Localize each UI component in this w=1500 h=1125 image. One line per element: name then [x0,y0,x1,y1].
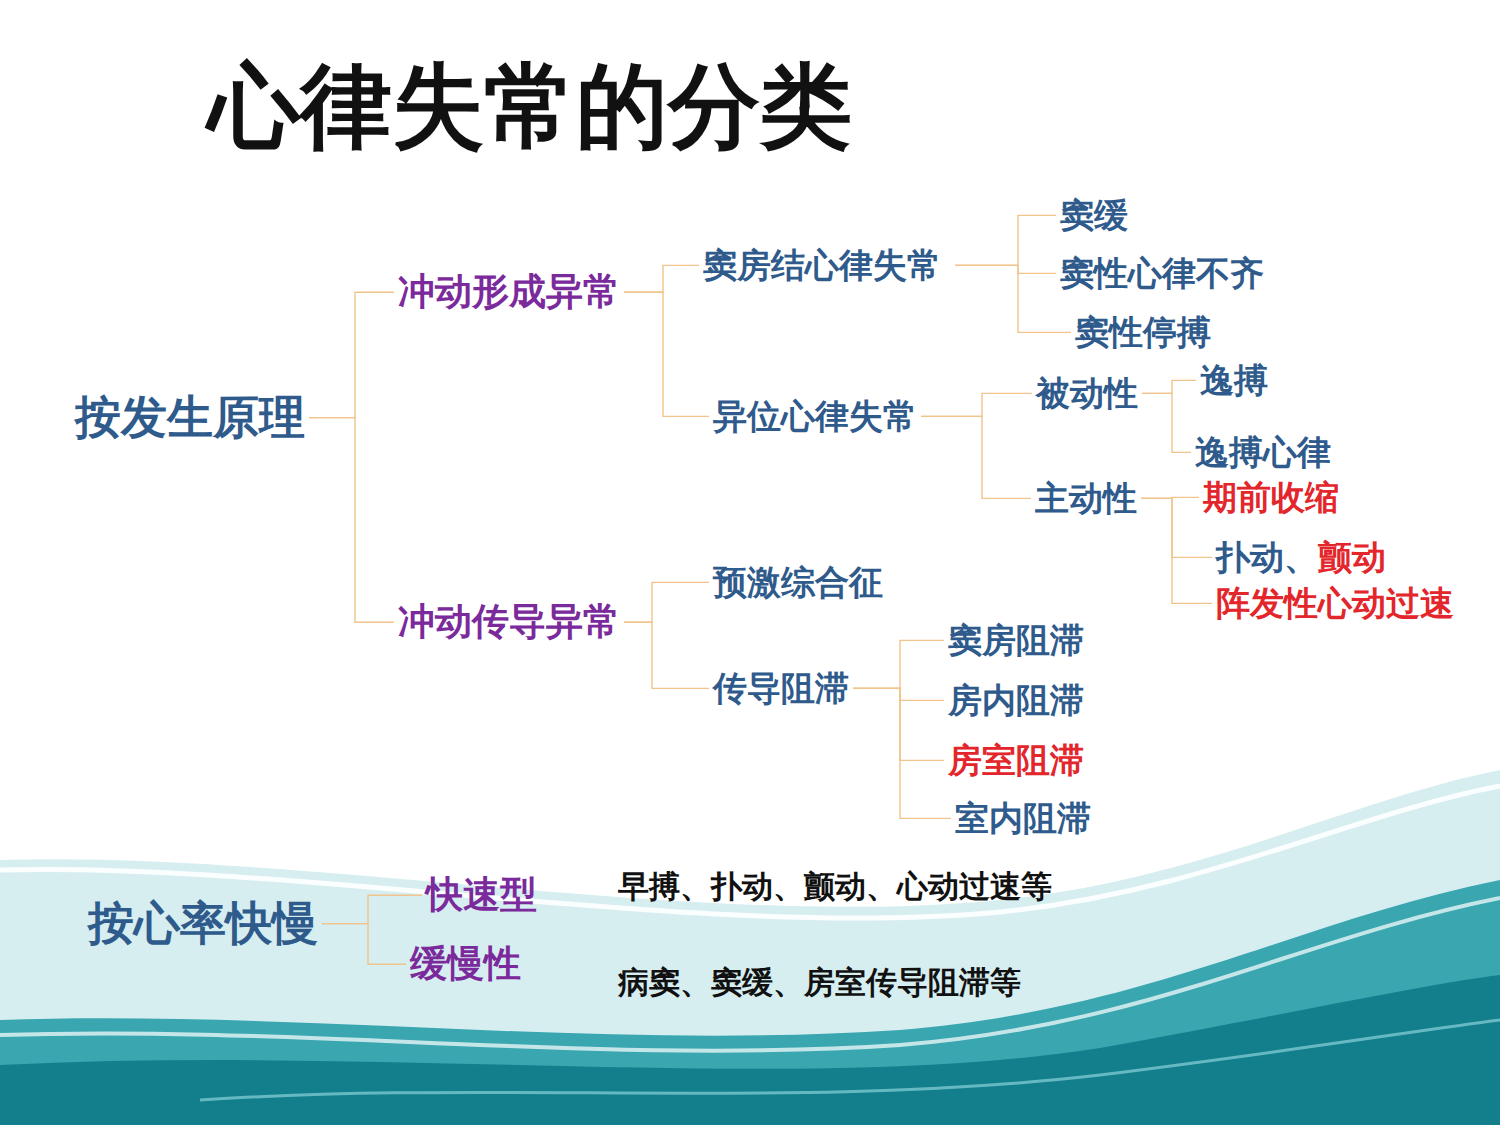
tree-node: 冲动形成异常 [398,270,620,314]
tree-bracket [1141,498,1212,557]
node-text: 窦性停搏 [1075,312,1211,352]
tree-bracket [624,265,699,292]
tree-bracket [1142,380,1196,393]
wave-streak [200,1020,1500,1100]
node-text: 房室阻滞 [948,740,1084,780]
node-text: 传导阻滞 [713,668,849,708]
node-text: 异位心律失常 [713,396,917,436]
node-text: 扑动、 [1216,537,1318,577]
tree-node: 按心率快慢 [88,896,318,951]
tree-node: 异位心律失常 [713,396,917,437]
node-text: 房内阻滞 [948,680,1084,720]
node-text: 窦房阻滞 [948,620,1084,660]
tree-node: 窦性停搏 [1075,312,1211,353]
node-text: 逸搏 [1200,360,1268,400]
tree-node: 阵发性心动过速 [1216,583,1454,624]
tree-bracket [955,265,1071,332]
tree-node: 房室阻滞 [948,740,1084,781]
tree-node: 扑动、颤动 [1216,537,1386,578]
node-text: 阵发性心动过速 [1216,583,1454,623]
tree-node: 按发生原理 [75,390,305,445]
node-text: 室内阻滞 [955,798,1091,838]
node-text: 快速型 [426,873,537,916]
node-text: 按发生原理 [75,390,305,444]
tree-bracket [624,292,709,416]
tree-node: 房内阻滞 [948,680,1084,721]
example-note: 早搏、扑动、颤动、心动过速等 [618,868,1052,905]
tree-bracket [624,582,709,622]
tree-bracket [624,622,709,688]
tree-node: 逸搏 [1200,360,1268,401]
example-note: 病窦、窦缓、房室传导阻滞等 [618,964,1021,1001]
tree-bracket [955,215,1056,265]
tree-bracket [322,895,422,923]
wave-mid [0,880,1500,1125]
tree-node: 窦性心律不齐 [1060,253,1264,294]
node-text: 窦性心律不齐 [1060,253,1264,293]
node-text: 冲动传导异常 [398,600,620,643]
node-text: 主动性 [1035,478,1137,518]
wave-light [0,770,1500,1125]
tree-node: 快速型 [426,873,537,917]
tree-bracket [853,640,944,688]
tree-node: 室内阻滞 [955,798,1091,839]
tree-node: 窦缓 [1060,195,1128,236]
node-text: 窦缓 [1060,195,1128,235]
tree-bracket [853,688,944,700]
tree-node: 预激综合征 [713,562,883,603]
node-text: 预激综合征 [713,562,883,602]
tree-bracket [309,292,394,417]
node-text: 缓慢性 [410,942,521,985]
diagram-title: 心律失常的分类 [208,52,852,162]
node-text: 期前收缩 [1203,477,1339,517]
tree-node: 逸搏心律 [1195,432,1331,473]
tree-bracket [853,688,944,760]
tree-node: 窦房阻滞 [948,620,1084,661]
node-text: 窦房结心律失常 [703,245,941,285]
tree-bracket [309,418,394,623]
node-text: 按心率快慢 [88,896,318,950]
tree-bracket [322,924,406,965]
tree-node: 窦房结心律失常 [703,245,951,286]
tree-node: 期前收缩 [1203,477,1339,518]
node-text: 逸搏心律 [1195,432,1331,472]
tree-bracket [921,393,1032,416]
tree-bracket [1142,393,1191,452]
tree-bracket [921,416,1031,498]
tree-node: 缓慢性 [410,942,521,986]
tree-node: 冲动传导异常 [398,600,620,644]
tree-node: 传导阻滞 [713,668,849,709]
tree-bracket [955,265,1056,273]
tree-bracket [853,688,951,818]
node-text: 冲动形成异常 [398,270,620,313]
node-text: 被动性 [1036,373,1138,413]
tree-node: 主动性 [1035,478,1137,519]
tree-node: 被动性 [1036,373,1138,414]
tree-bracket [1141,498,1212,603]
node-text: 颤动 [1318,537,1386,577]
